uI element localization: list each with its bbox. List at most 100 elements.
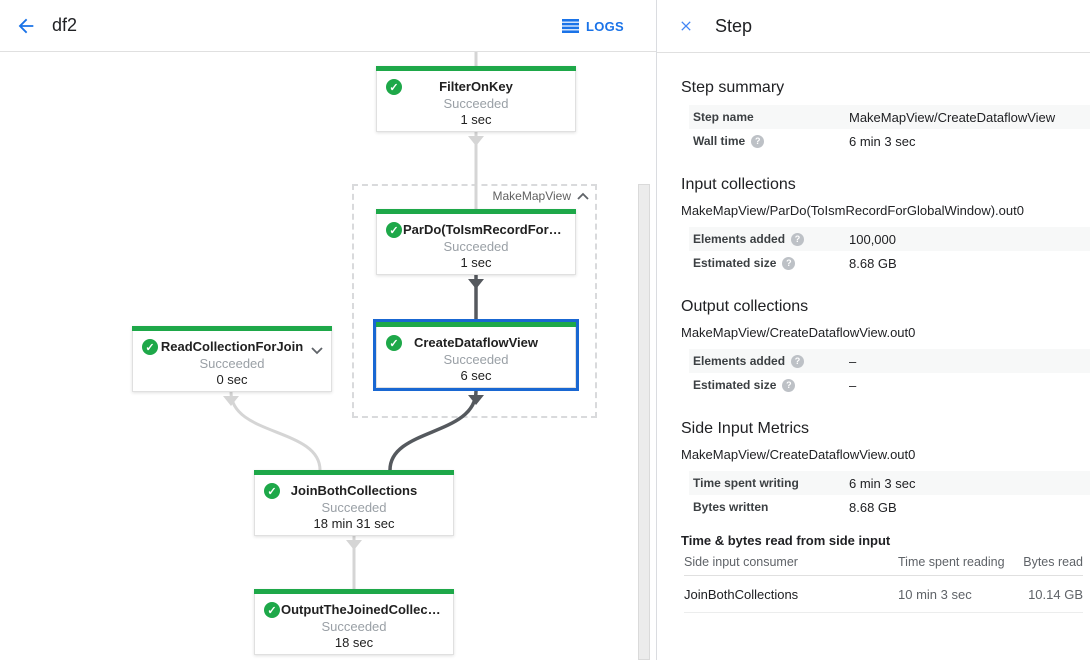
table-header-row: Side input consumer Time spent reading B… xyxy=(684,548,1083,576)
section-input-collections: Input collections xyxy=(681,176,796,193)
node-title: CreateDataflowView xyxy=(413,335,539,350)
group-label: MakeMapView xyxy=(492,189,571,203)
arrow-left-icon xyxy=(18,18,34,33)
node-title: FilterOnKey xyxy=(439,79,513,94)
panel-title: Step xyxy=(715,15,753,36)
node-title: OutputTheJoinedCollec… xyxy=(281,602,441,617)
node-time: 6 sec xyxy=(460,368,492,383)
arrowhead xyxy=(468,136,484,146)
metric-value: MakeMapView/CreateDataflowView xyxy=(849,109,1056,125)
graph-node-joinbothcollections[interactable]: ✓ JoinBothCollections Succeeded 18 min 3… xyxy=(254,470,454,536)
node-status-bar xyxy=(376,66,576,71)
metric-label: Estimated size xyxy=(693,256,777,270)
column-header: Side input consumer xyxy=(684,555,798,569)
node-title: ParDo(ToIsmRecordFor… xyxy=(403,222,562,237)
arrowhead xyxy=(346,540,362,550)
metric-value: – xyxy=(849,377,857,393)
metric-row: Estimated size? – xyxy=(689,373,1090,397)
graph-node-filteronkey[interactable]: ✓ FilterOnKey Succeeded 1 sec xyxy=(376,66,576,132)
close-button[interactable] xyxy=(675,15,697,37)
logs-label: LOGS xyxy=(585,18,624,34)
node-status: Succeeded xyxy=(199,356,265,371)
node-time: 18 min 31 sec xyxy=(313,516,395,531)
table-row: JoinBothCollections 10 min 3 sec 10.14 G… xyxy=(684,576,1083,613)
logs-button[interactable]: LOGS xyxy=(561,0,624,52)
metric-value: 100,000 xyxy=(849,231,896,247)
node-status: Succeeded xyxy=(443,239,509,254)
success-check-icon: ✓ xyxy=(386,222,402,238)
metric-value: 8.68 GB xyxy=(849,255,897,271)
section-side-input-metrics: Side Input Metrics xyxy=(681,420,810,437)
node-status: Succeeded xyxy=(443,96,509,111)
help-icon[interactable]: ? xyxy=(782,256,796,270)
side-input-consumer: JoinBothCollections xyxy=(684,587,799,602)
collection-name: MakeMapView/CreateDataflowView.out0 xyxy=(681,325,916,340)
arrowhead xyxy=(468,279,484,289)
job-title: df2 xyxy=(52,15,78,35)
node-status-bar xyxy=(376,322,576,327)
node-time: 1 sec xyxy=(460,112,492,127)
graph-node-readcollectionforjoin[interactable]: ✓ ReadCollectionForJoin Succeeded 0 sec xyxy=(132,326,332,392)
success-check-icon: ✓ xyxy=(142,339,158,355)
metric-label: Elements added xyxy=(693,232,786,246)
edge-read-join xyxy=(229,391,322,471)
node-time: 0 sec xyxy=(216,372,248,387)
back-button[interactable] xyxy=(14,14,38,38)
metric-value: 8.68 GB xyxy=(849,499,897,515)
time-spent-reading: 10 min 3 sec xyxy=(898,587,972,602)
metric-label: Step name xyxy=(693,110,754,124)
collection-name: MakeMapView/CreateDataflowView.out0 xyxy=(681,447,916,462)
edge-createdataflowview-join xyxy=(388,390,478,471)
metric-row: Bytes written 8.68 GB xyxy=(689,495,1090,519)
node-status-bar xyxy=(132,326,332,331)
metric-row: Time spent writing 6 min 3 sec xyxy=(689,471,1090,495)
column-header: Bytes read xyxy=(1023,555,1083,569)
node-expand-control[interactable] xyxy=(311,342,323,360)
node-status-bar xyxy=(254,589,454,594)
metric-value: – xyxy=(849,353,857,369)
chevron-down-icon xyxy=(311,347,323,355)
node-title: ReadCollectionForJoin xyxy=(160,339,304,354)
metric-label: Wall time xyxy=(693,134,746,148)
node-status: Succeeded xyxy=(321,619,387,634)
success-check-icon: ✓ xyxy=(264,483,280,499)
logs-list-icon xyxy=(561,19,579,33)
success-check-icon: ✓ xyxy=(264,602,280,618)
vertical-scrollbar[interactable] xyxy=(638,184,650,660)
graph-node-pardo[interactable]: ✓ ParDo(ToIsmRecordFor… Succeeded 1 sec xyxy=(376,209,576,275)
section-output-collections: Output collections xyxy=(681,298,809,315)
graph-node-createdataflowview[interactable]: ✓ CreateDataflowView Succeeded 6 sec xyxy=(373,319,579,391)
side-input-table-heading: Time & bytes read from side input xyxy=(681,533,891,548)
node-title: JoinBothCollections xyxy=(290,483,418,498)
panel-header: Step xyxy=(657,0,1090,53)
chevron-up-icon xyxy=(577,192,589,200)
bytes-read: 10.14 GB xyxy=(1028,587,1083,602)
help-icon[interactable]: ? xyxy=(751,134,765,148)
node-status-bar xyxy=(254,470,454,475)
success-check-icon: ✓ xyxy=(386,79,402,95)
node-status: Succeeded xyxy=(443,352,509,367)
arrowhead xyxy=(223,396,239,406)
metric-row: Estimated size? 8.68 GB xyxy=(689,251,1090,275)
help-icon[interactable]: ? xyxy=(791,232,805,246)
top-bar: df2 LOGS xyxy=(0,0,656,52)
metric-label: Estimated size xyxy=(693,378,777,392)
help-icon[interactable]: ? xyxy=(791,354,805,368)
job-graph-canvas[interactable]: MakeMapView ✓ FilterOnKey Succeeded 1 se… xyxy=(0,52,656,660)
help-icon[interactable]: ? xyxy=(782,378,796,392)
graph-edges xyxy=(223,52,484,589)
node-status: Succeeded xyxy=(321,500,387,515)
section-step-summary: Step summary xyxy=(681,79,785,96)
metric-label: Time spent writing xyxy=(693,476,799,490)
metric-row: Elements added? 100,000 xyxy=(689,227,1090,251)
collection-name: MakeMapView/ParDo(ToIsmRecordForGlobalWi… xyxy=(681,203,1024,218)
graph-node-outputthejoinedcollection[interactable]: ✓ OutputTheJoinedCollec… Succeeded 18 se… xyxy=(254,589,454,655)
node-time: 18 sec xyxy=(334,635,374,650)
metric-row: Elements added? – xyxy=(689,349,1090,373)
node-time: 1 sec xyxy=(460,255,492,270)
group-collapse-control[interactable]: MakeMapView xyxy=(352,189,597,203)
metric-value: 6 min 3 sec xyxy=(849,133,916,149)
metric-value: 6 min 3 sec xyxy=(849,475,916,491)
side-input-table: Side input consumer Time spent reading B… xyxy=(684,548,1083,613)
arrowhead xyxy=(468,395,484,405)
